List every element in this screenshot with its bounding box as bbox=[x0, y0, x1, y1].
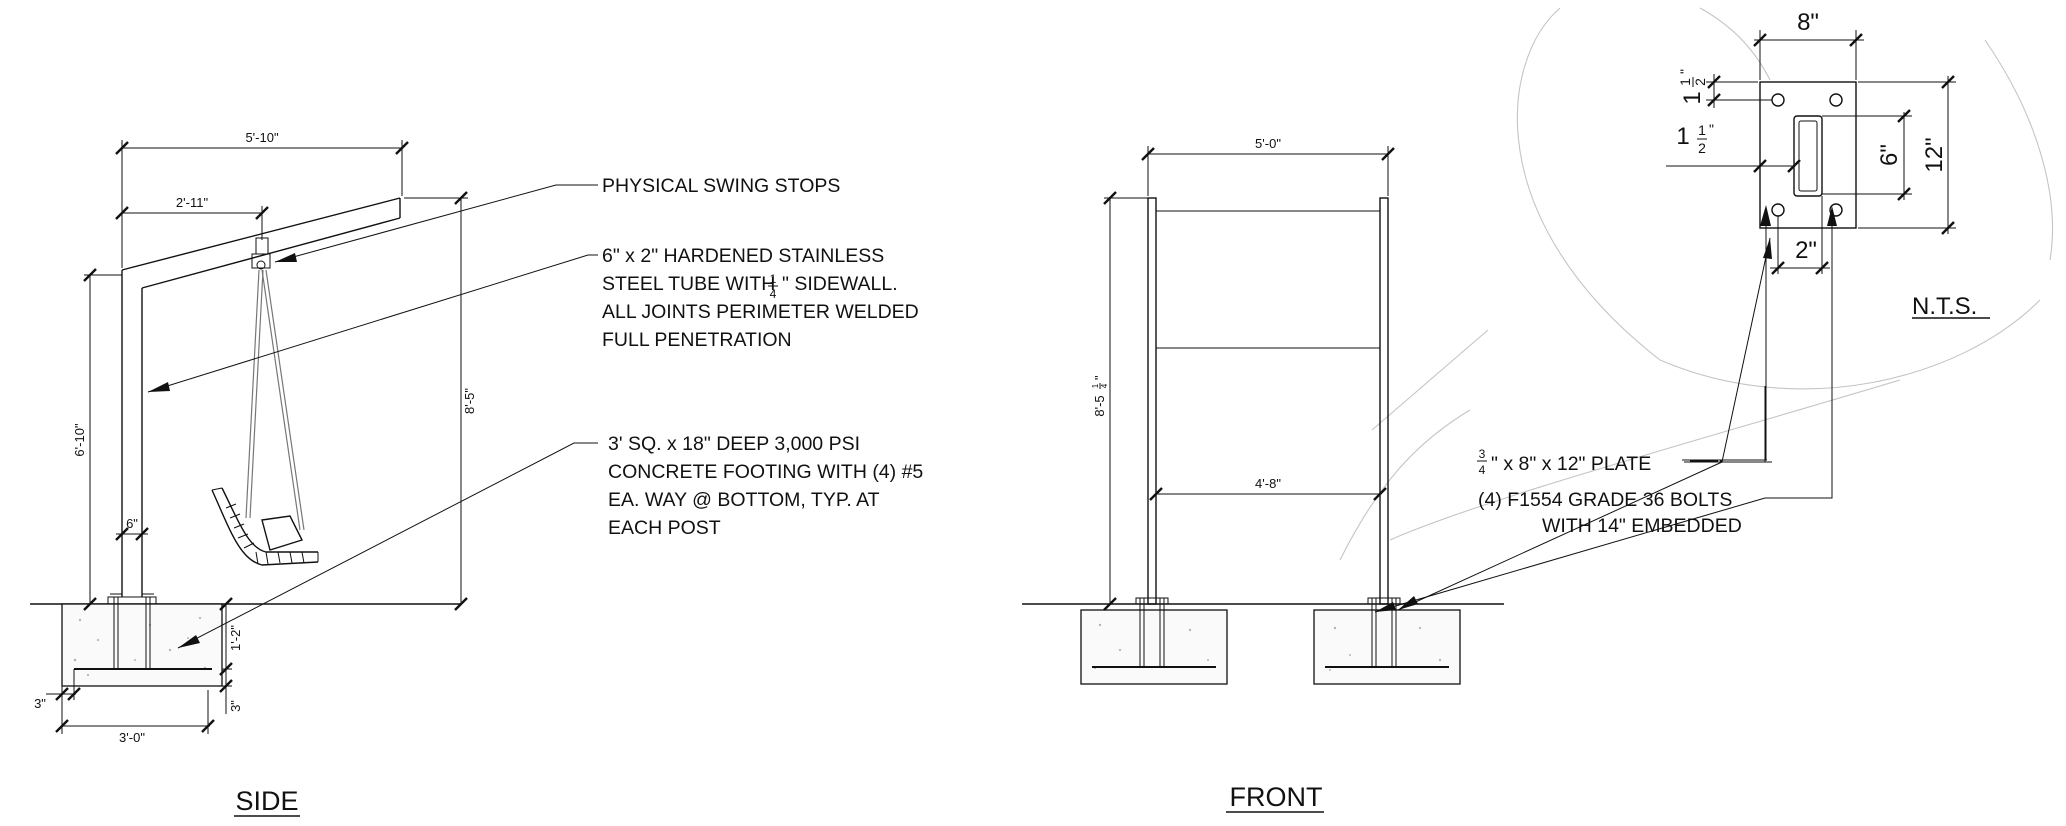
base-plate-outline bbox=[1759, 81, 1857, 229]
svg-text:4: 4 bbox=[1100, 383, 1109, 388]
side-view-title: SIDE bbox=[235, 786, 298, 816]
svg-text:1: 1 bbox=[1677, 78, 1693, 86]
note-swing-stops: PHYSICAL SWING STOPS bbox=[602, 175, 840, 197]
svg-text:2: 2 bbox=[1698, 140, 1706, 156]
svg-text:1: 1 bbox=[1091, 383, 1100, 388]
note-tube-line3: ALL JOINTS PERIMETER WELDED bbox=[602, 301, 919, 323]
dim-bolt-spacing: 2" bbox=[1795, 237, 1817, 264]
leader-bolts-detail bbox=[1690, 386, 1766, 463]
note-footing-line4: EACH POST bbox=[608, 517, 721, 539]
svg-text:2: 2 bbox=[1692, 78, 1708, 86]
dim-edge-distance: 1 1 2 " bbox=[1677, 69, 1708, 105]
bolt-hole-bottom-left bbox=[1771, 203, 1785, 217]
note-footing-line3: EA. WAY @ BOTTOM, TYP. AT bbox=[608, 489, 880, 511]
side-concrete-footing bbox=[61, 603, 223, 687]
note-tube-line1: 6" x 2" HARDENED STAINLESS bbox=[602, 245, 884, 267]
front-notes: 3 4 " x 8" x 12" PLATE (4) F1554 GRADE 3… bbox=[1477, 447, 1742, 537]
svg-text:8'-5: 8'-5 bbox=[1092, 395, 1107, 416]
plate-frac-num: 3 bbox=[1479, 447, 1486, 461]
leader-footing bbox=[177, 442, 598, 649]
note-bolts-line2: WITH 14" EMBEDDED bbox=[1542, 515, 1742, 537]
svg-text:1: 1 bbox=[1698, 122, 1706, 138]
note-tube-line2: STEEL TUBE WITH bbox=[602, 273, 775, 295]
note-tube-line2-tail: " SIDEWALL. bbox=[782, 273, 898, 295]
dim-hang-point: 2'-11" bbox=[176, 195, 209, 210]
dim-overall-height: 8'-5" bbox=[462, 388, 477, 414]
front-right-post bbox=[1379, 197, 1389, 605]
front-left-post bbox=[1147, 197, 1157, 605]
front-view: 5'-0" 4'-8" 8'-5 1 4 " bbox=[1022, 136, 1771, 685]
bolt-hole-top-right bbox=[1829, 93, 1843, 107]
scale-note: N.T.S. bbox=[1912, 293, 1977, 320]
side-beam bbox=[121, 197, 401, 271]
dim-front-height: 8'-5 1 4 " bbox=[1091, 375, 1109, 417]
svg-text:1: 1 bbox=[1679, 91, 1706, 104]
note-tube-frac-den: 4 bbox=[770, 287, 777, 301]
dim-footing-depth: 1'-2" bbox=[228, 625, 243, 651]
background-arcs bbox=[1339, 7, 2053, 561]
front-view-title: FRONT bbox=[1230, 782, 1323, 812]
swing-seat bbox=[211, 487, 319, 566]
dim-beam-length: 5'-10" bbox=[245, 130, 279, 145]
dim-edge-left: 3" bbox=[34, 696, 46, 711]
front-left-footing bbox=[1080, 609, 1228, 685]
dim-post-width: 6" bbox=[126, 516, 138, 531]
leader-tube bbox=[147, 254, 598, 393]
front-base-plate bbox=[1367, 597, 1401, 605]
svg-text:": " bbox=[1092, 375, 1107, 380]
dim-edge-bottom: 3" bbox=[228, 700, 243, 712]
svg-text:": " bbox=[1709, 121, 1714, 137]
bolt-hole-top-left bbox=[1771, 93, 1785, 107]
side-base-plate bbox=[107, 596, 157, 605]
note-tube-frac-num: 1 bbox=[770, 272, 777, 286]
dim-front-inner-width: 4'-8" bbox=[1255, 476, 1281, 491]
swing-hanger bbox=[251, 237, 271, 270]
note-footing-line2: CONCRETE FOOTING WITH (4) #5 bbox=[608, 461, 923, 483]
dim-plate-width: 8" bbox=[1797, 9, 1819, 36]
svg-text:1: 1 bbox=[1676, 123, 1689, 150]
leader-swing-stops bbox=[274, 184, 598, 263]
plate-frac-den: 4 bbox=[1479, 463, 1486, 477]
plate-detail: 8" 12" 6" 2" 1 1 2 " bbox=[1666, 9, 1990, 320]
dim-post-height: 6'-10" bbox=[72, 423, 87, 457]
dim-footing-width: 3'-0" bbox=[119, 730, 145, 745]
tube-slot bbox=[1793, 115, 1823, 197]
dim-plate-height: 12" bbox=[1921, 137, 1948, 172]
dim-side-distance: 1 1 2 " bbox=[1676, 121, 1714, 156]
front-right-footing bbox=[1313, 609, 1461, 685]
dim-front-top-width: 5'-0" bbox=[1255, 136, 1281, 151]
note-footing-line1: 3' SQ. x 18" DEEP 3,000 PSI bbox=[608, 433, 860, 455]
note-bolts-line1: (4) F1554 GRADE 36 BOLTS bbox=[1478, 489, 1732, 511]
note-plate: " x 8" x 12" PLATE bbox=[1491, 453, 1651, 475]
dim-slot-height: 6" bbox=[1876, 144, 1903, 166]
side-view: 5'-10" 2'-11" 6'-10" 8'-5" 6" 1'-2" bbox=[30, 130, 923, 817]
leader-set bbox=[1374, 206, 1837, 613]
swing-chain bbox=[245, 269, 260, 519]
note-tube-line4: FULL PENETRATION bbox=[602, 329, 792, 351]
bolt-hole-bottom-right bbox=[1829, 203, 1843, 217]
svg-text:": " bbox=[1677, 69, 1693, 74]
